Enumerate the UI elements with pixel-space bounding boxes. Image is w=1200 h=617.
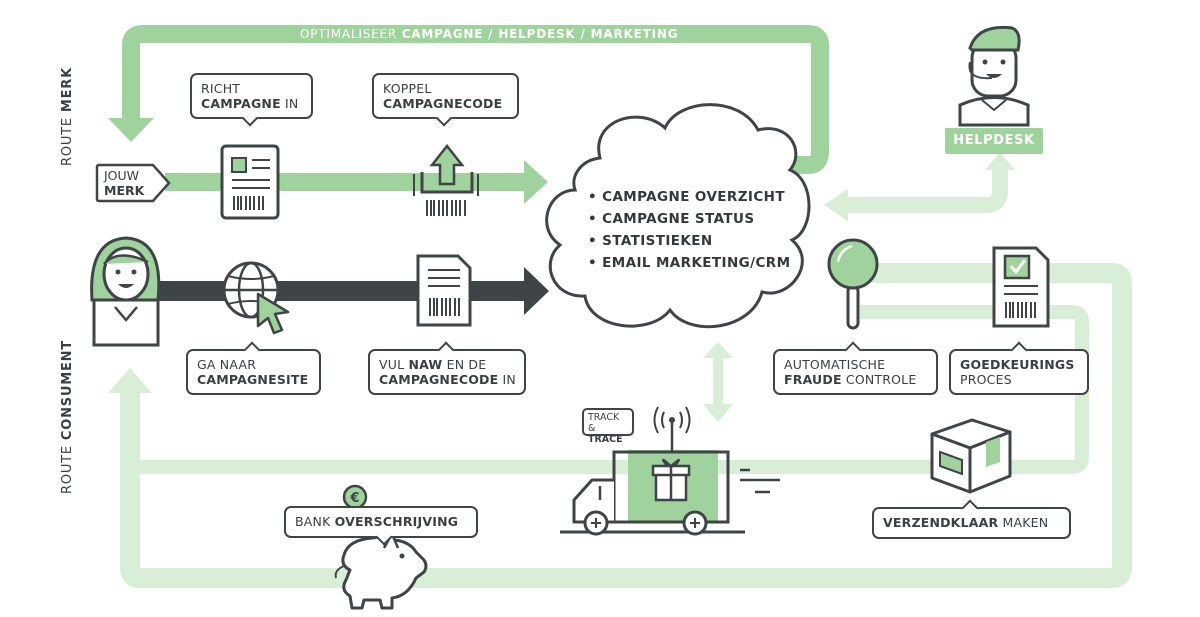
fraude-label: AUTOMATISCHE FRAUDE CONTROLE	[773, 341, 938, 395]
merk-route-arrowhead	[524, 160, 548, 204]
globe-cursor-icon	[222, 261, 290, 335]
document-icon	[220, 144, 280, 220]
cloud-truck-head-up	[703, 342, 733, 358]
richt-campagne-label: RICHT CAMPAGNE IN	[190, 73, 313, 127]
koppel-campagnecode-label: KOPPEL CAMPAGNECODE	[372, 73, 519, 127]
jouw-merk-label: JOUW MERK	[95, 163, 173, 207]
process-outer-loop	[120, 263, 1132, 588]
upload-barcode-icon	[413, 143, 479, 216]
helpdesk-link-head-left	[824, 189, 848, 221]
cloud-truck-head-down	[703, 404, 733, 422]
cloud-item: CAMPAGNE OVERZICHT	[588, 186, 790, 208]
helpdesk-label: HELPDESK	[945, 128, 1043, 154]
jouw-merk-line1: JOUW	[104, 168, 140, 183]
approved-document-icon	[992, 246, 1050, 328]
cloud-item: EMAIL MARKETING/CRM	[588, 252, 790, 274]
route-merk-label: ROUTE MERK	[60, 67, 75, 166]
woman-avatar-icon	[90, 236, 161, 347]
antenna-signal-icon	[653, 406, 691, 452]
magnifier-icon	[827, 238, 879, 330]
cloud-feature-list: CAMPAGNE OVERZICHT CAMPAGNE STATUS STATI…	[588, 186, 790, 274]
jouw-merk-shape	[95, 163, 171, 203]
optimize-loop-arrowhead	[108, 118, 154, 142]
jouw-merk-line2: MERK	[104, 183, 145, 198]
ga-naar-label: GA NAAR CAMPAGNESITE	[186, 341, 321, 395]
cloud-item: CAMPAGNE STATUS	[588, 208, 790, 230]
gift-icon	[651, 458, 691, 502]
cloud-item: STATISTIEKEN	[588, 230, 790, 252]
consumer-return-arrowhead	[108, 368, 152, 393]
barcode-document-icon	[416, 254, 472, 327]
currency-euro-icon: €	[349, 491, 359, 506]
vul-naw-label: VUL NAW EN DE CAMPAGNECODE IN	[368, 341, 526, 395]
helpdesk-agent-icon	[958, 25, 1030, 127]
euro-coin-icon: €	[342, 484, 368, 510]
helpdesk-link-arrow	[845, 168, 1008, 213]
helpdesk-link-head-up	[985, 152, 1015, 170]
piggy-bank-icon	[334, 531, 428, 610]
route-consument-label: ROUTE CONSUMENT	[60, 339, 75, 494]
goedkeuring-label: GOEDKEURINGS PROCES	[949, 341, 1089, 395]
verzendklaar-label: VERZENDKLAAR MAKEN	[872, 499, 1071, 539]
optimize-label: OPTIMALISEER CAMPAGNE / HELPDESK / MARKE…	[300, 27, 679, 41]
package-box-icon	[930, 418, 1012, 494]
cloud-truck-link	[713, 352, 723, 410]
consumer-route-arrowhead	[524, 267, 549, 315]
track-trace-label: TRACK & TRACE	[582, 408, 634, 445]
optimize-loop-arrow	[122, 25, 829, 174]
bank-label: BANK OVERSCHRIJVING	[284, 506, 478, 546]
